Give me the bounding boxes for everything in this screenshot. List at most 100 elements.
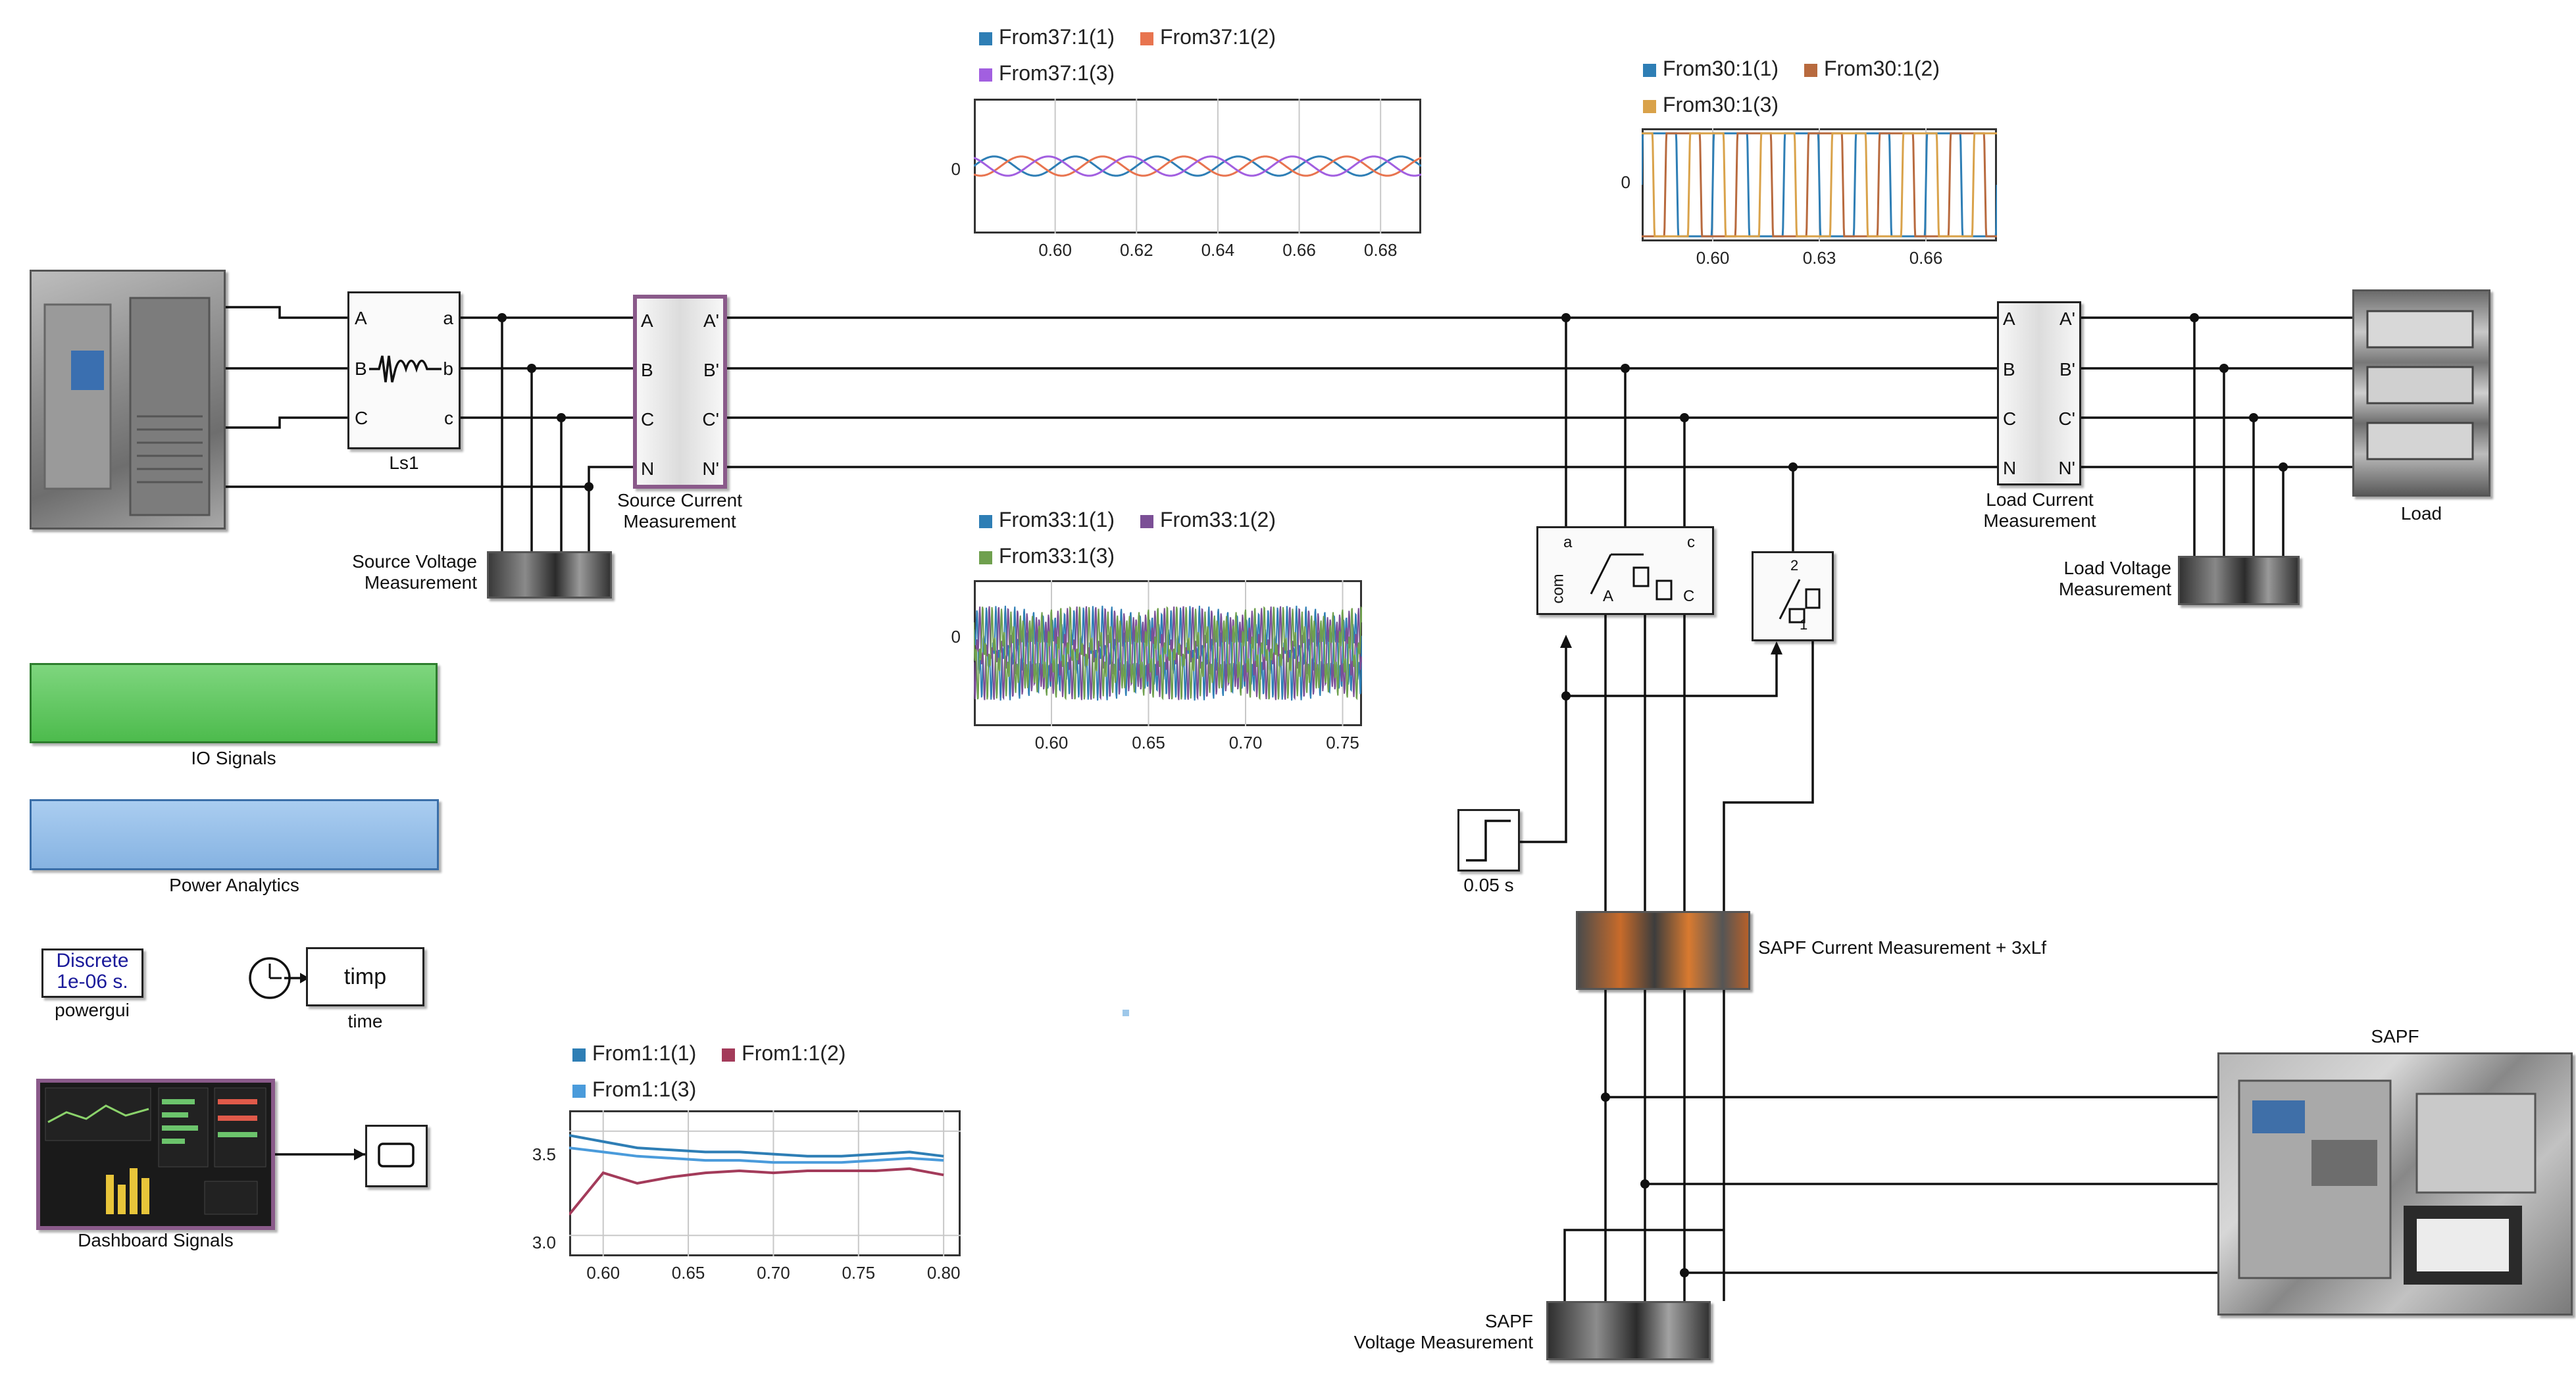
sapf-voltage-measurement-block[interactable] <box>1546 1301 1711 1360</box>
scope33-legend-text-2: From33:1(2) <box>1159 508 1276 531</box>
source-voltage-measurement-label: Source Voltage Measurement <box>352 551 477 593</box>
scope1-swatch-2 <box>722 1048 736 1062</box>
lcm-port-a: A <box>2003 308 2015 329</box>
x-tick-label: 0.64 <box>1201 240 1235 260</box>
load-current-measurement-block[interactable]: A B C N A' B' C' N' <box>1997 301 2081 485</box>
scm-port-c: C <box>641 409 655 430</box>
power-analytics-subsystem[interactable] <box>30 799 439 870</box>
sapf-current-measurement-block[interactable] <box>1576 911 1750 990</box>
scope1-ytick-1: 3.5 <box>532 1144 556 1164</box>
io-signals-label: IO Signals <box>191 748 276 768</box>
scm-port-c-out: C' <box>702 409 719 430</box>
source-voltage-measurement-block[interactable] <box>487 551 612 599</box>
scope30-swatch-1 <box>1643 64 1656 77</box>
breaker-icon <box>1590 553 1673 601</box>
scope37-legend-item-1: From37:1(1) <box>979 25 1115 49</box>
series-line-2 <box>569 1167 944 1216</box>
x-tick-label: 0.70 <box>757 1263 790 1283</box>
clock-wire <box>284 973 309 983</box>
scope33-legend-text-3: From33:1(3) <box>999 544 1115 568</box>
breaker2-port-2: 2 <box>1790 557 1799 574</box>
lcm-port-n-out: N' <box>2058 458 2075 478</box>
scope33-legend-text-1: From33:1(1) <box>999 508 1115 531</box>
x-tick-label: 0.70 <box>1228 733 1263 752</box>
step-block[interactable] <box>1457 809 1520 872</box>
scope1-legend-text-2: From1:1(2) <box>742 1041 846 1065</box>
scope33-swatch-1 <box>979 515 992 528</box>
scm-port-n-out: N' <box>702 458 719 479</box>
dashboard-signals-block[interactable] <box>36 1079 275 1230</box>
x-tick-label: 0.75 <box>1326 733 1359 752</box>
scope1-legend-text-1: From1:1(1) <box>592 1041 697 1065</box>
lcm-port-b-out: B' <box>2059 359 2075 380</box>
x-tick-label: 0.66 <box>1909 248 1943 268</box>
load-voltage-measurement-block[interactable] <box>2178 556 2300 605</box>
x-tick-label: 0.68 <box>1363 240 1398 260</box>
scm-port-n: N <box>641 458 655 479</box>
scope33-ytick-0: 0 <box>951 627 961 647</box>
scope33-swatch-3 <box>979 551 992 564</box>
sapf-bench-illustration <box>2238 1079 2537 1285</box>
series-line-2 <box>1642 132 1997 237</box>
source-current-measurement-block[interactable]: A B C N A' B' C' N' <box>633 295 727 489</box>
sapf-label: SAPF <box>2371 1026 2419 1046</box>
scope33-legend-item-3: From33:1(3) <box>979 544 1115 568</box>
scope1-swatch-3 <box>572 1085 586 1098</box>
load-label: Load <box>2400 503 2442 524</box>
x-tick-label: 0.60 <box>1034 733 1069 752</box>
x-tick-label: 0.62 <box>1119 240 1153 260</box>
scope37-legend: From37:1(1) From37:1(2) From37:1(3) <box>979 25 1296 86</box>
scope30-swatch-3 <box>1643 100 1656 113</box>
sapf-photo[interactable] <box>2217 1052 2573 1316</box>
load-photo[interactable] <box>2352 289 2490 497</box>
ac-source-photo[interactable] <box>30 270 226 529</box>
breaker-port-C: C <box>1683 587 1695 605</box>
scope30-legend-item-2: From30:1(2) <box>1804 57 1940 81</box>
powergui-block[interactable]: Discrete 1e-06 s. <box>41 948 143 998</box>
time-variable-name: timp <box>343 964 387 989</box>
x-tick-label: 0.80 <box>926 1263 961 1283</box>
single-phase-breaker-block[interactable]: 1 2 <box>1752 551 1834 641</box>
scope37-swatch-3 <box>979 68 992 82</box>
load-voltage-measurement-label: Load Voltage Measurement <box>2058 558 2171 599</box>
lcm-port-c-out: C' <box>2058 408 2075 429</box>
breaker-port-com: com <box>1549 574 1567 604</box>
power-analytics-label: Power Analytics <box>169 875 299 895</box>
x-tick-label: 0.63 <box>1802 248 1836 268</box>
scope30-legend-item-3: From30:1(3) <box>1643 93 1779 117</box>
scope37-legend-text-3: From37:1(3) <box>999 61 1115 85</box>
scope-block[interactable] <box>365 1125 428 1187</box>
time-label: time <box>347 1011 383 1031</box>
scope1-legend: From1:1(1) From1:1(2) From1:1(3) <box>572 1041 865 1102</box>
plot-frame <box>974 99 1421 234</box>
scope37-legend-text-1: From37:1(1) <box>999 25 1115 49</box>
x-tick-label: 0.66 <box>1282 240 1316 260</box>
series-line-1 <box>1642 132 1997 237</box>
scope-screen-icon <box>378 1143 415 1168</box>
scope33-legend-item-1: From33:1(1) <box>979 508 1115 532</box>
scope33-plot[interactable] <box>974 580 1362 726</box>
three-phase-breaker-block[interactable]: a c com A C <box>1536 526 1714 615</box>
ls1-inductor-block[interactable]: A B C a b c <box>347 291 461 449</box>
dashboard-thumbnail <box>45 1087 266 1215</box>
time-to-workspace-block[interactable]: timp <box>306 947 424 1006</box>
scope37-plot[interactable] <box>974 99 1421 234</box>
scope1-legend-item-3: From1:1(3) <box>572 1077 696 1102</box>
scope1-plot[interactable] <box>569 1110 961 1256</box>
ls1-port-a-in: A <box>355 308 367 328</box>
load-current-measurement-label: Load Current Measurement <box>1983 489 2096 531</box>
scope1-legend-item-2: From1:1(2) <box>722 1041 846 1066</box>
breaker-switch-icon <box>1779 579 1821 624</box>
scope30-swatch-2 <box>1804 64 1817 77</box>
scope1-legend-item-1: From1:1(1) <box>572 1041 696 1066</box>
scope30-plot[interactable] <box>1642 128 1997 241</box>
breaker-port-a: a <box>1563 533 1573 551</box>
sapf-voltage-measurement-label: SAPF Voltage Measurement <box>1353 1311 1533 1352</box>
scope30-legend-text-1: From30:1(1) <box>1663 57 1779 80</box>
io-signals-subsystem[interactable] <box>30 663 438 743</box>
scope30-ytick-0: 0 <box>1621 172 1630 192</box>
stray-dot <box>1123 1010 1129 1016</box>
series-line-3 <box>569 1146 944 1164</box>
